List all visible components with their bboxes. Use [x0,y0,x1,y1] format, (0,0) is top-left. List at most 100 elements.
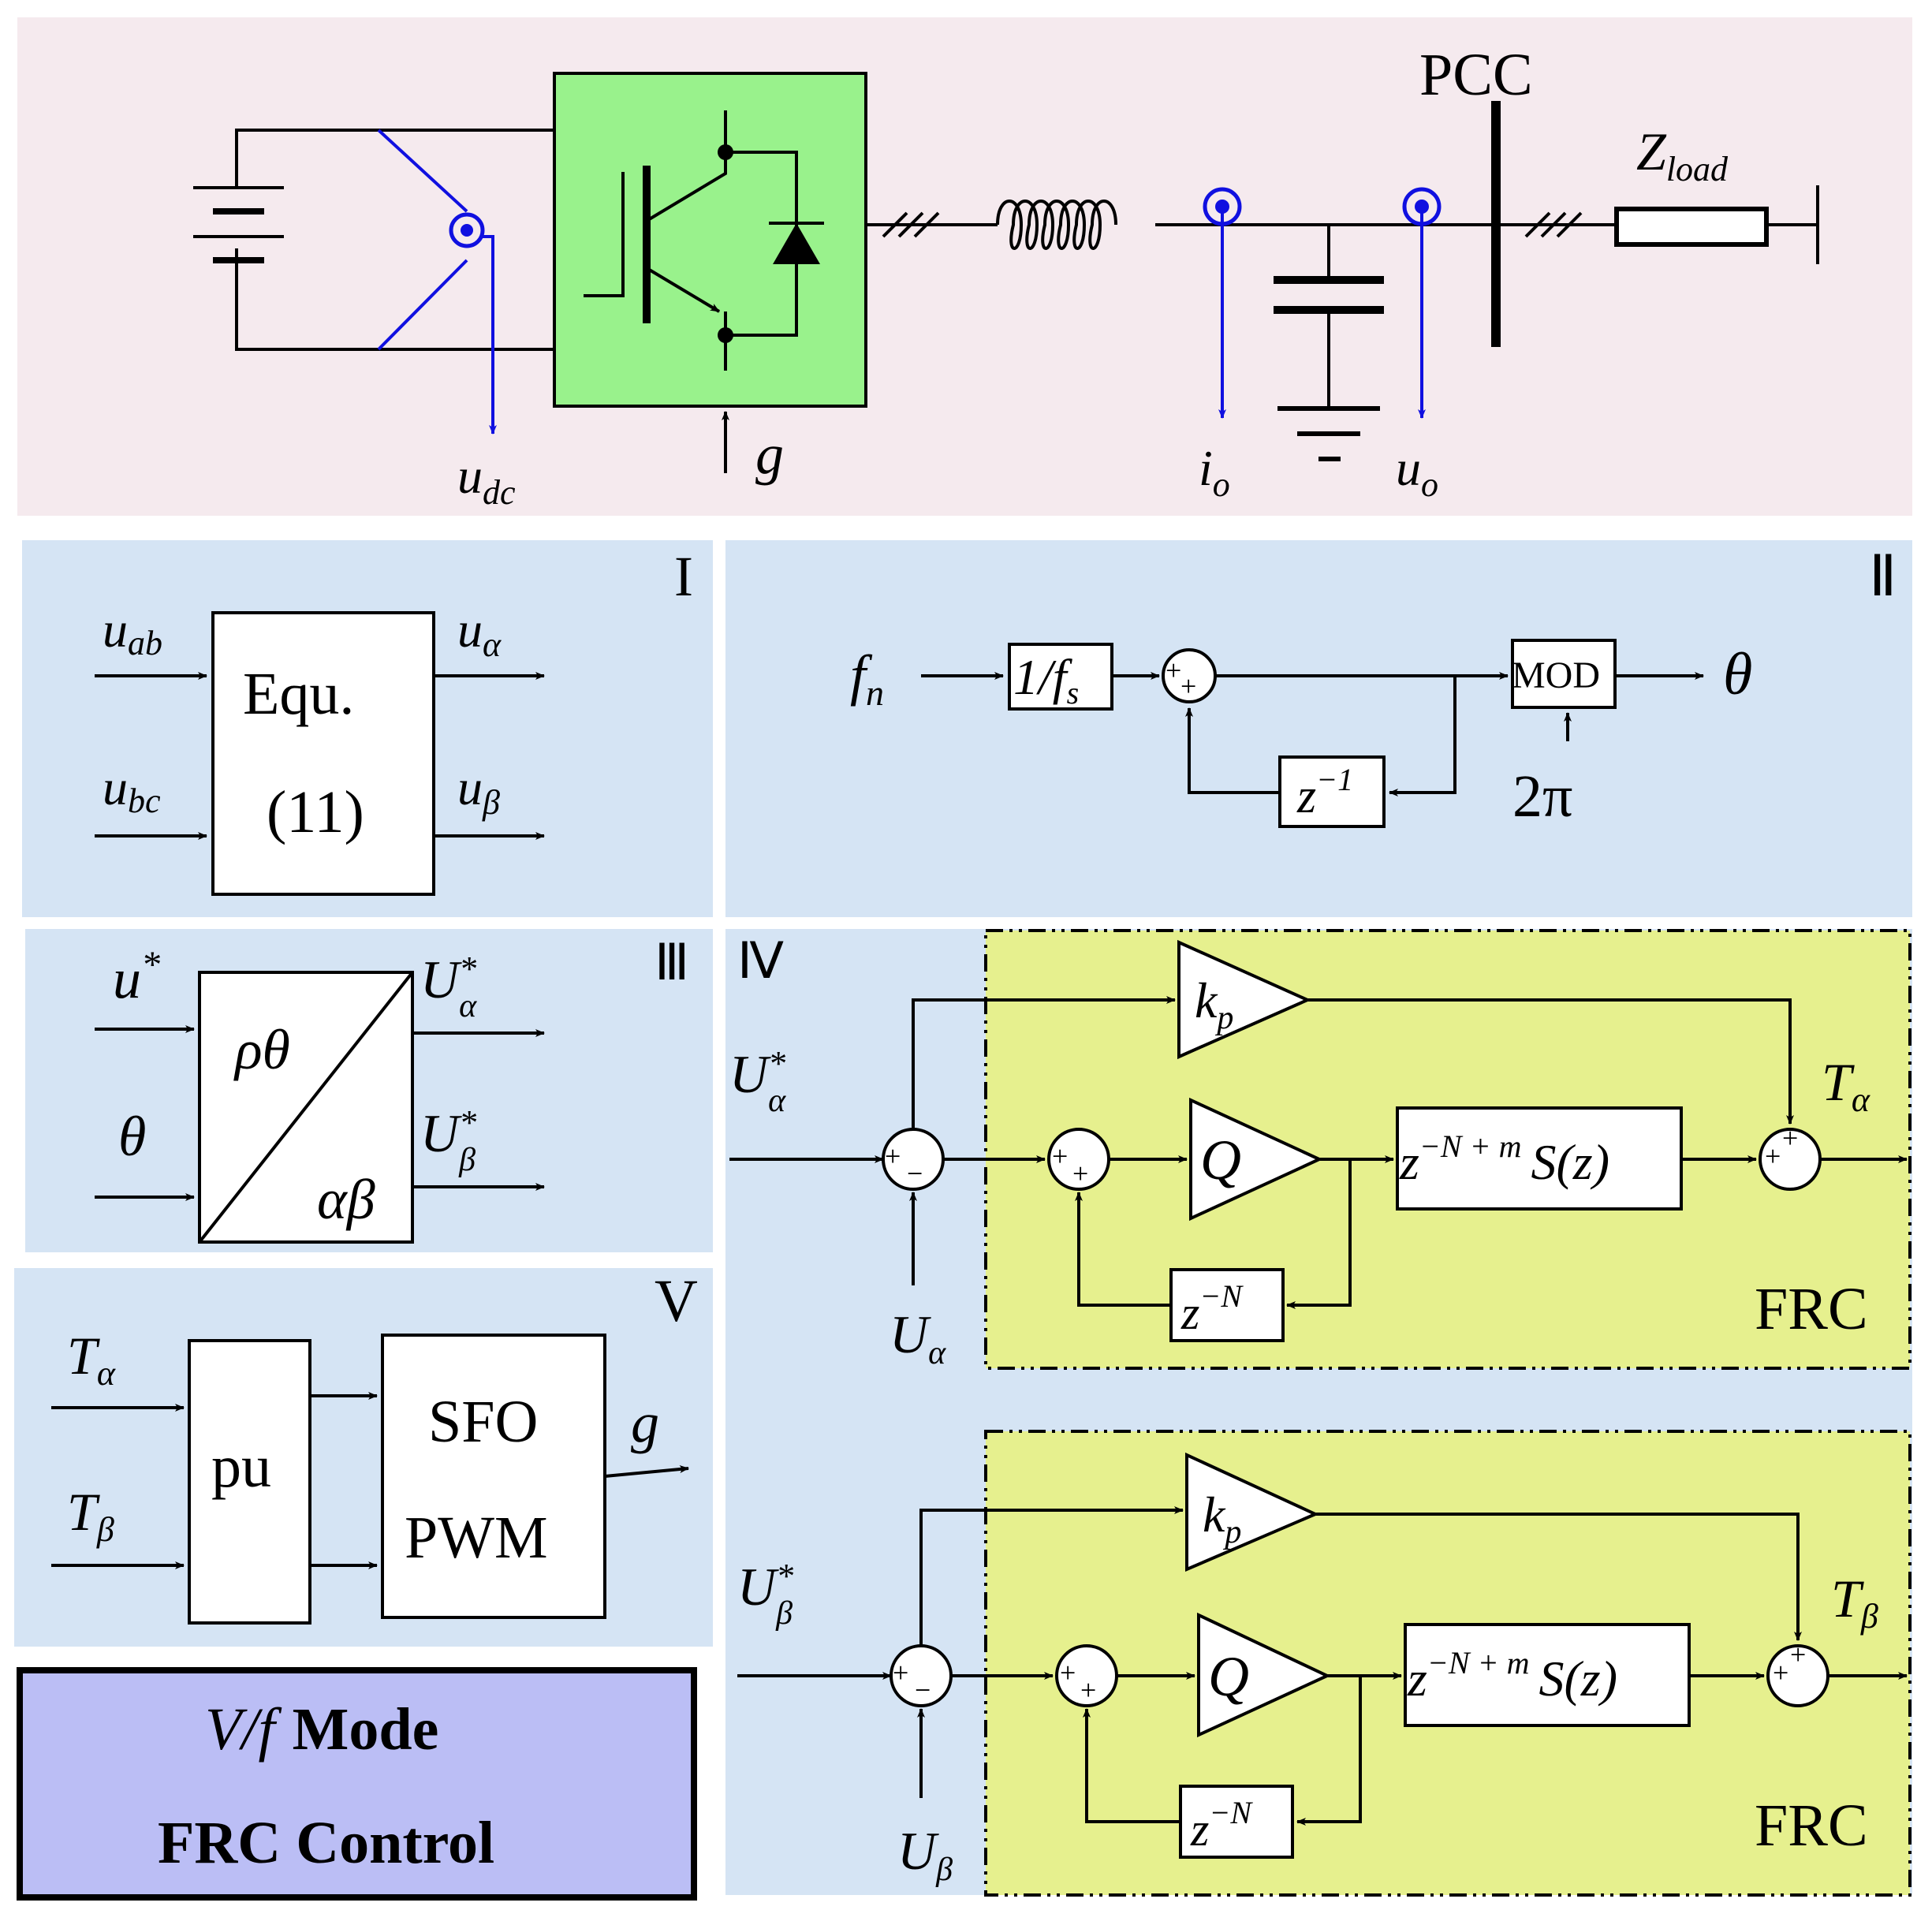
two-pi-label: 2π [1512,763,1572,830]
alpha-frc-plus1: + [1052,1140,1068,1172]
beta-error-minus: − [915,1674,931,1706]
alpha-kp-gain [1177,939,1311,1060]
u-alpha-star-label: U*α [420,949,477,1024]
alpha-period-delay-block [1169,1268,1285,1342]
beta-frc-plus1: + [1060,1657,1076,1688]
panel-4-number: Ⅳ [737,933,784,989]
sfo-label: SFO [428,1389,538,1455]
phase-sum-plus2: + [1180,670,1196,702]
equation-block [211,611,435,896]
beta-period-delay-label: z−N [1190,1795,1253,1856]
beta-kp-label: kp [1203,1487,1241,1550]
per-unit-label: pu [211,1434,271,1500]
panel-1-number: I [674,545,693,608]
panel-2-phase-generator: Ⅱ fn 1/fs + + z−1 MOD 2π θ [725,540,1912,917]
u-beta-feedback-label: Uβ [897,1821,953,1888]
uab-label: uab [103,602,162,662]
equation-block-line1: Equ. [243,661,354,727]
panel-2-number: Ⅱ [1869,545,1897,608]
panel-1-clarke: I Equ. (11) uab ubc uα uβ [22,540,713,917]
output-voltage-sensor [1402,187,1442,419]
dc-voltage-sensor [377,129,497,435]
g-output-label: g [631,1391,659,1454]
pwm-label: PWM [405,1505,548,1571]
panel-5-background [14,1268,713,1647]
u-star-label: u* [113,944,160,1010]
output-line [866,101,1819,461]
mode-line-2: FRC Control [158,1810,494,1876]
mod-block [1511,639,1617,709]
alpha-phase-lead-block [1396,1106,1683,1211]
panel-2-background [725,540,1912,917]
circuit-panel: udc g [17,17,1912,516]
panel-3-number: Ⅲ [655,934,689,990]
sfo-pwm-block [381,1334,606,1619]
equation-block-line2: (11) [267,779,364,845]
unit-delay-label: z−1 [1296,762,1353,823]
beta-frc-plus2: + [1080,1674,1096,1706]
alpha-beta-label: αβ [317,1168,375,1231]
per-unit-block [188,1339,311,1625]
beta-kp-gain [1185,1452,1319,1572]
theta-output-label: θ [1723,641,1752,707]
t-alpha-input-label: Tα [67,1326,116,1393]
alpha-frc-plus2: + [1072,1158,1088,1189]
gate-g-label: g [755,423,784,486]
zload-label: Zload [1636,121,1729,188]
frc-beta-label: FRC [1755,1792,1868,1859]
panel-5-modulation: V pu SFO PWM Tα Tβ g [14,1268,713,1647]
t-alpha-output-label: Tα [1822,1052,1870,1119]
rho-theta-label: ρθ [233,1018,290,1081]
u-alpha-feedback-label: Uα [890,1304,946,1371]
panel-3-polar-transform: Ⅲ ρθ αβ u* θ U*α U*β [25,929,713,1252]
frc-alpha-label: FRC [1755,1276,1868,1342]
dc-source-battery [193,129,554,351]
inverse-fs-block [1008,643,1113,711]
circuit-panel-background [17,17,1912,516]
alpha-period-delay-label: z−N [1180,1278,1244,1339]
io-label: io [1199,440,1230,504]
phase-sum-plus1: + [1166,655,1181,686]
pcc-label: PCC [1419,42,1533,108]
alpha-error-plus: + [885,1140,901,1172]
beta-q-label: Q [1208,1645,1249,1708]
inverter-block [553,72,867,408]
u-beta-star-label: U*β [420,1103,476,1178]
theta-input-label: θ [118,1105,146,1168]
frc-alpha-region [984,929,1911,1370]
alpha-out-plus1: + [1765,1140,1781,1172]
alpha-q-filter [1189,1097,1323,1222]
t-beta-output-label: Tβ [1831,1569,1878,1636]
beta-out-plus2: + [1790,1639,1806,1670]
beta-out-plus1: + [1773,1657,1788,1688]
ubc-label: ubc [103,759,161,820]
beta-period-delay-block [1179,1785,1294,1859]
unit-delay-block [1278,755,1386,828]
u-alpha-ref-label: U*α [729,1044,786,1119]
alpha-out-plus2: + [1782,1122,1798,1154]
panel-5-number: V [655,1268,698,1334]
output-current-sensor [1203,187,1242,419]
ualpha-label: uα [457,602,502,664]
ubeta-label: uβ [457,759,500,822]
mode-box-background [17,1667,697,1901]
t-beta-input-label: Tβ [67,1482,114,1549]
alpha-error-minus: − [907,1158,923,1189]
alpha-kp-label: kp [1195,972,1233,1036]
inverse-fs-label: 1/fs [1013,649,1079,711]
beta-q-filter [1197,1612,1331,1738]
mod-label: MOD [1512,655,1600,696]
u-beta-ref-label: U*β [737,1557,793,1632]
uo-label: uo [1396,440,1438,504]
beta-error-plus: + [893,1657,908,1688]
alpha-q-label: Q [1200,1128,1241,1192]
udc-label: udc [457,448,516,512]
